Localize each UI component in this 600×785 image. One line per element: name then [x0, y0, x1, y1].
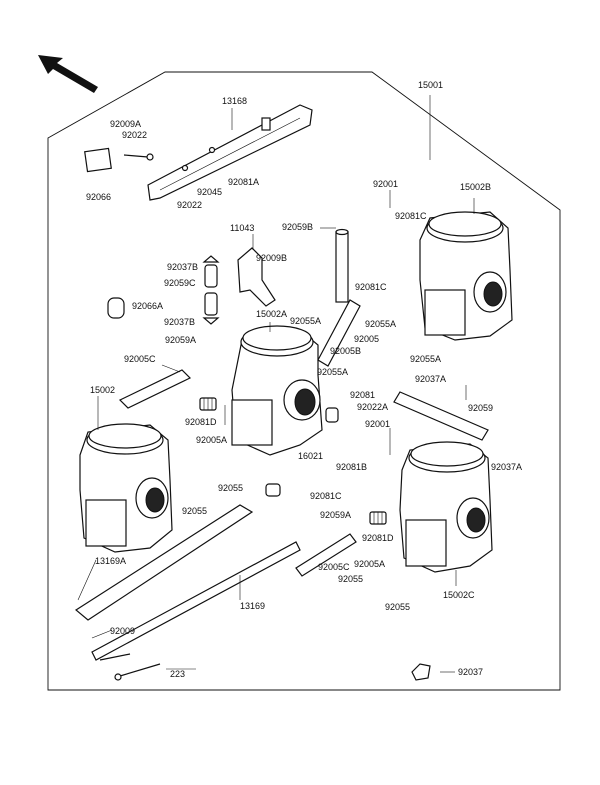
label-92037Bb: 92037B [164, 317, 195, 327]
label-92022b: 92022 [177, 200, 202, 210]
carburetor-15002A [231, 325, 323, 456]
label-92001b: 92001 [365, 419, 390, 429]
label-92081B: 92081B [336, 462, 367, 472]
front-direction-arrow-icon [38, 55, 98, 93]
label-92081Cb: 92081C [310, 491, 342, 501]
label-15001: 15001 [418, 80, 443, 90]
label-92081Ca: 92081C [395, 211, 427, 221]
label-92055c: 92055 [338, 574, 363, 584]
label-92066A: 92066A [132, 301, 163, 311]
plate-92066 [84, 147, 112, 173]
label-92022A: 92022A [357, 402, 388, 412]
label-92001a: 92001 [373, 179, 398, 189]
label-92005Cb: 92005C [318, 562, 350, 572]
label-92055a: 92055 [218, 483, 243, 493]
label-92081A: 92081A [228, 177, 259, 187]
label-92059: 92059 [468, 403, 493, 413]
screw-223 [99, 653, 161, 681]
label-92066: 92066 [86, 192, 111, 202]
label-92081Ca2: 92081C [355, 282, 387, 292]
part-labels: 15001 13168 92009A 92022 92066 92081A 92… [86, 80, 522, 679]
cap-92066A [107, 297, 125, 319]
label-16021: 16021 [298, 451, 323, 461]
assembly-outline-frame [47, 71, 561, 691]
label-92055b: 92055 [182, 506, 207, 516]
screw-92009A [123, 153, 154, 161]
rail-13169A [74, 504, 254, 621]
label-92081Db: 92081D [362, 533, 394, 543]
bracket-13168 [147, 104, 313, 201]
fuel-pipe-92059 [393, 391, 489, 441]
label-92009B: 92009B [256, 253, 287, 263]
label-92045: 92045 [197, 187, 222, 197]
hose-92059C [202, 255, 220, 325]
label-92055Aa: 92055A [290, 316, 321, 326]
label-92005: 92005 [354, 334, 379, 344]
label-11043: 11043 [230, 223, 254, 233]
label-92055Ad: 92055A [410, 354, 441, 364]
spring-92081D-a [199, 397, 217, 411]
label-92009A: 92009A [110, 119, 141, 129]
label-92022a: 92022 [122, 130, 147, 140]
label-223: 223 [170, 669, 185, 679]
label-92005Ca: 92005C [124, 354, 156, 364]
label-92059A: 92059A [165, 335, 196, 345]
label-13168: 13168 [222, 96, 247, 106]
label-92059C: 92059C [164, 278, 196, 288]
label-92009: 92009 [110, 626, 135, 636]
carburetor-15002C [399, 441, 493, 573]
label-92055Ac: 92055A [317, 367, 348, 377]
label-92037Ba: 92037B [167, 262, 198, 272]
label-15002C: 15002C [443, 590, 475, 600]
label-92081Da: 92081D [185, 417, 217, 427]
carburetor-15002B [419, 211, 513, 341]
spring-92081D-b [369, 511, 387, 525]
label-13169: 13169 [240, 601, 265, 611]
rail-13169 [91, 541, 301, 661]
label-13169A: 13169A [95, 556, 126, 566]
fitting-16021 [265, 407, 339, 497]
label-15002A: 15002A [256, 309, 287, 319]
leader-lines [77, 95, 475, 673]
label-92059B: 92059B [282, 222, 313, 232]
bracket-11043 [237, 247, 276, 307]
label-92059Aa: 92059A [320, 510, 351, 520]
fuel-pipe-92059Ab [295, 533, 357, 577]
tube-92059B [335, 228, 349, 303]
fuel-pipe-92059A [118, 369, 192, 409]
label-92005Ba: 92005B [330, 346, 361, 356]
label-92055Ab: 92055A [365, 319, 396, 329]
label-92055d: 92055 [385, 602, 410, 612]
label-92005Ab: 92005A [354, 559, 385, 569]
label-92037: 92037 [458, 667, 483, 677]
label-92037A: 92037A [415, 374, 446, 384]
label-92037Aa: 92037A [491, 462, 522, 472]
label-92005A: 92005A [196, 435, 227, 445]
label-15002B: 15002B [460, 182, 491, 192]
cap-92037 [411, 663, 431, 681]
fuel-pipe-upper [317, 299, 361, 367]
label-15002: 15002 [90, 385, 115, 395]
carburetor-15002 [79, 423, 173, 553]
label-92081: 92081 [350, 390, 375, 400]
